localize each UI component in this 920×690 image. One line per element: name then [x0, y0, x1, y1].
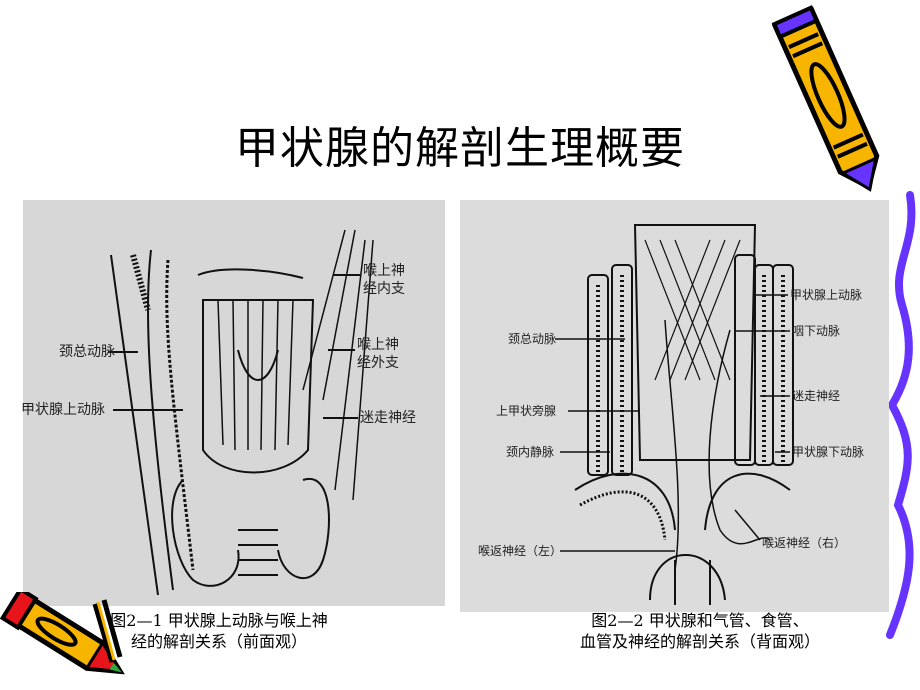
figure-thyroid-back-view: 甲状腺上动脉 颈总动脉 咽下动脉 上甲状旁腺 迷走神经 颈内静脉 甲状腺下动脉 … [460, 200, 889, 612]
label-superior-thyroid-artery-r: 甲状腺上动脉 [790, 288, 863, 302]
label-recurrent-nerve-right: 喉返神经（右） [762, 536, 847, 550]
label-internal-branch: 喉上神 经内支 [363, 263, 405, 297]
anatomy-drawing-front [108, 229, 374, 596]
label-pharyngeal-artery: 咽下动脉 [792, 324, 841, 338]
slide-title: 甲状腺的解剖生理概要 [235, 123, 685, 174]
label-recurrent-nerve-left: 喉返神经（左） [478, 544, 563, 558]
figure-thyroid-front-view: 喉上神 经内支 颈总动脉 喉上神 经外支 甲状腺上动脉 迷走神经 [21, 200, 445, 606]
label-common-carotid: 颈总动脉 [59, 344, 115, 360]
label-superior-parathyroid: 上甲状旁腺 [496, 404, 557, 418]
label-inferior-thyroid-artery: 甲状腺下动脉 [792, 445, 865, 459]
label-common-carotid-r: 颈总动脉 [508, 332, 557, 346]
label-external-branch: 喉上神 经外支 [357, 337, 399, 371]
caption-figure-2-2: 图2—2 甲状腺和气管、食管、 血管及神经的解剖关系（背面观） [579, 611, 820, 651]
purple-squiggle-icon [886, 191, 916, 639]
pencil-clipart-top-right [771, 5, 880, 192]
label-internal-jugular: 颈内静脉 [506, 445, 555, 459]
pencil-clipart-bottom-left [0, 592, 125, 675]
label-superior-thyroid-artery: 甲状腺上动脉 [21, 402, 105, 418]
caption-figure-2-1: 图2—1 甲状腺上动脉与喉上神 经的解剖关系（前面观） [110, 611, 328, 651]
anatomy-drawing-back [555, 224, 794, 605]
label-vagus-nerve: 迷走神经 [360, 410, 416, 426]
label-vagus-nerve-r: 迷走神经 [792, 389, 841, 403]
